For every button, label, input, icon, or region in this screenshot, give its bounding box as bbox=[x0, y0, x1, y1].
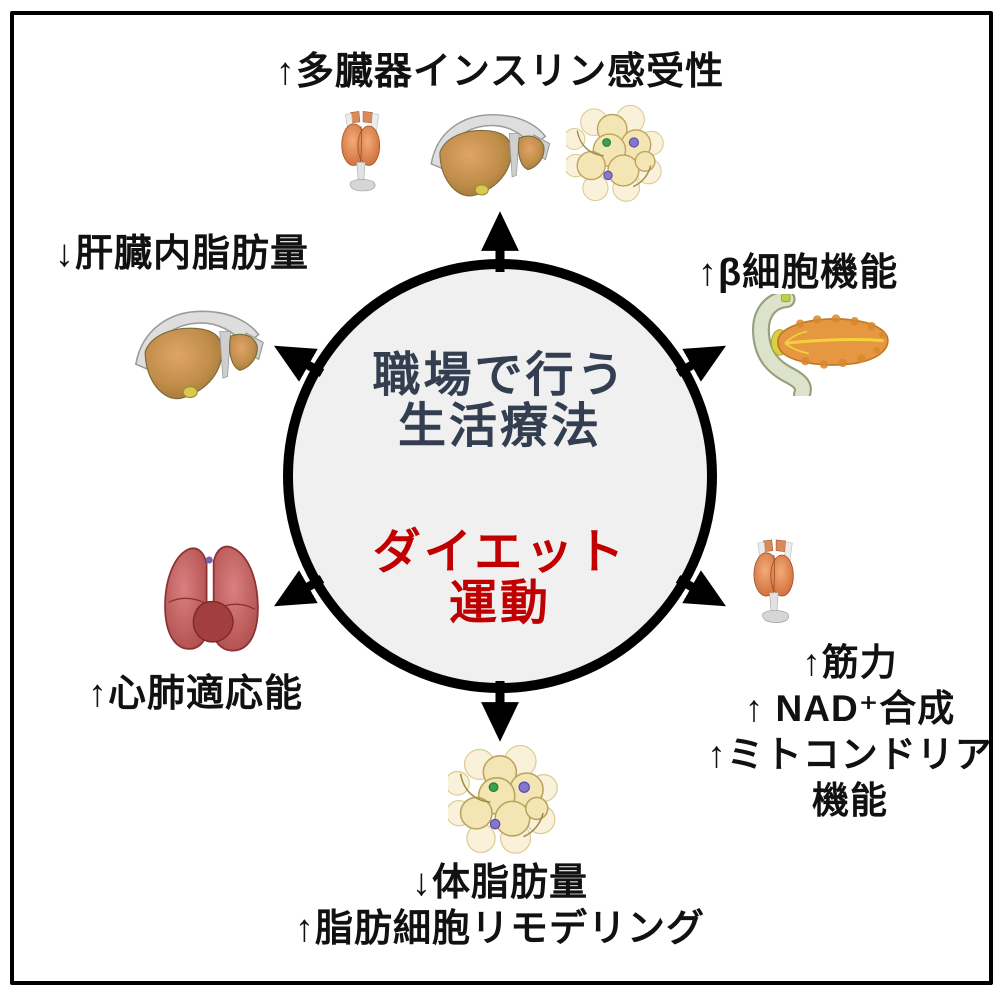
diagram-frame bbox=[10, 11, 993, 985]
adipocyte-icon bbox=[566, 104, 664, 202]
center-title-line2: 生活療法 bbox=[397, 400, 602, 453]
label-right-line4: 機能 bbox=[812, 780, 888, 821]
label-lower-left: ↑心肺適応能 bbox=[88, 673, 304, 715]
label-top: ↑多臓器インスリン感受性 bbox=[275, 51, 725, 93]
liver-icon bbox=[430, 113, 551, 197]
adipocyte-icon bbox=[448, 744, 558, 854]
label-bottom-line2: ↑脂肪細胞リモデリング bbox=[294, 908, 705, 950]
label-right-line1: ↑筋力 bbox=[802, 642, 898, 683]
center-accent-line2: 運動 bbox=[448, 577, 551, 630]
label-bottom: ↓体脂肪量 ↑脂肪細胞リモデリング bbox=[230, 860, 770, 952]
arrow-lower-left bbox=[273, 570, 325, 607]
arrow-upper-right bbox=[675, 345, 727, 382]
center-title-line1: 職場で行う bbox=[372, 349, 628, 402]
label-bottom-line1: ↓体脂肪量 bbox=[411, 862, 588, 904]
muscle-icon bbox=[753, 539, 794, 624]
label-upper-left: ↓肝臓内脂肪量 bbox=[55, 233, 310, 275]
muscle-icon bbox=[341, 110, 381, 192]
label-right: ↑筋力 ↑ NAD⁺合成 ↑ミトコンドリア 機能 bbox=[700, 640, 1000, 824]
liver-icon bbox=[135, 310, 265, 400]
lungs-icon bbox=[164, 545, 259, 652]
pancreas-icon bbox=[761, 294, 888, 394]
arrow-lower-right bbox=[675, 570, 727, 607]
label-right-line3: ↑ミトコンドリア bbox=[707, 734, 993, 775]
center-accent-line1: ダイエット bbox=[372, 526, 628, 579]
arrow-upper-left bbox=[273, 345, 325, 382]
label-upper-right: ↑β細胞機能 bbox=[698, 252, 899, 294]
label-right-line2: ↑ NAD⁺合成 bbox=[744, 688, 956, 729]
center-title: 職場で行う 生活療法 bbox=[330, 350, 670, 452]
center-accent: ダイエット 運動 bbox=[330, 527, 670, 629]
